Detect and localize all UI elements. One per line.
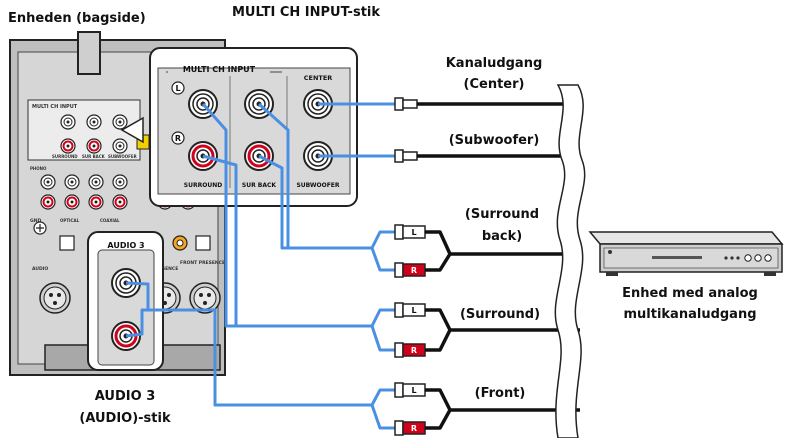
rear-presence-label: PRESENCE <box>152 266 178 272</box>
right-channel-mark: R <box>175 134 181 143</box>
rear-sur-back-label: SUR BACK <box>82 154 106 159</box>
rear-jack <box>64 174 80 190</box>
center-jack-label: CENTER <box>304 74 333 82</box>
signal-cables <box>125 102 395 430</box>
surround-jack-label: SURROUND <box>184 182 222 189</box>
sur-back-jack-label: SUR BACK <box>242 182 277 189</box>
rca-plug-right <box>394 420 426 436</box>
multi-ch-input-panel: MULTI CH INPUT CENTER L R SURROUND SUR B… <box>149 47 358 207</box>
channel-output-label: Kanaludgang <box>446 56 543 71</box>
plug-r-mark: R <box>411 346 417 355</box>
rear-jack <box>112 138 128 154</box>
rear-jack <box>40 194 56 210</box>
rear-jack <box>88 174 104 190</box>
right-channel-marker <box>171 131 185 145</box>
rear-optical-label: OPTICAL <box>60 218 80 223</box>
surround-label: (Surround) <box>460 307 540 322</box>
front-label: (Front) <box>475 386 526 401</box>
panel-title: MULTI CH INPUT <box>183 65 256 74</box>
rear-gnd-label: GND <box>30 218 41 224</box>
rear-subwoofer-label: SUBWOOFER <box>108 154 137 159</box>
rear-jack <box>64 194 80 210</box>
surround-back-label-line1: (Surround <box>465 207 539 222</box>
audio3-panel: AUDIO 3 <box>87 231 164 371</box>
multi-ch-input-jacks-label: MULTI CH INPUT-stik <box>232 5 380 20</box>
subwoofer-jack-label: SUBWOOFER <box>296 182 339 189</box>
source-device-icon <box>588 231 784 276</box>
zoom-pointer <box>120 116 144 144</box>
cable-plugs: L R L R L R <box>394 97 426 436</box>
rca-plug <box>394 97 418 111</box>
rear-jack <box>112 194 128 210</box>
plug-l-mark: L <box>411 306 416 315</box>
device-label-line2: multikanaludgang <box>623 307 756 322</box>
rear-coaxial-label: COAXIAL <box>100 218 120 223</box>
plug-l-mark: L <box>411 386 416 395</box>
rear-jack <box>112 174 128 190</box>
rear-jack <box>112 114 128 130</box>
rear-jack <box>86 114 102 130</box>
plug-r-mark: R <box>411 424 417 433</box>
rear-surround-label: SURROUND <box>52 154 78 159</box>
rear-jack <box>60 138 76 154</box>
rca-plug-left <box>394 382 426 398</box>
rear-phono-label: PHONO <box>30 166 47 171</box>
break-lines <box>554 84 586 438</box>
subwoofer-label: (Subwoofer) <box>449 133 540 148</box>
rca-plug <box>394 149 418 163</box>
rca-plug-right <box>394 342 426 358</box>
center-label: (Center) <box>464 77 525 92</box>
unit-rear-label: Enheden (bagside) <box>8 11 146 26</box>
rear-jack <box>86 138 102 154</box>
left-channel-marker <box>171 81 185 95</box>
left-channel-mark: L <box>175 84 180 93</box>
plug-l-mark: L <box>411 228 416 237</box>
surround-back-label-line2: back) <box>482 229 522 244</box>
labels: Enheden (bagside) MULTI CH INPUT-stik Ka… <box>8 5 758 426</box>
surround-right-cable <box>202 154 395 352</box>
audio3-right-cable <box>125 308 395 430</box>
rear-audio-label: AUDIO <box>32 266 48 272</box>
rear-front-presence-label: FRONT PRESENCE <box>180 260 225 266</box>
xlr-connector-icon <box>39 282 71 314</box>
audio3-panel-title: AUDIO 3 <box>107 241 144 250</box>
rear-jack <box>60 114 76 130</box>
rear-jack <box>40 174 56 190</box>
rear-jack <box>88 194 104 210</box>
audio3-label-line2: (AUDIO)-stik <box>79 411 171 426</box>
sur-back-right-cable <box>258 154 395 272</box>
rca-plug-left <box>394 224 426 240</box>
plug-r-mark: R <box>411 266 417 275</box>
rear-multi-ch-label: MULTI CH INPUT <box>32 104 78 110</box>
device-label-line1: Enhed med analog <box>622 286 758 301</box>
output-cables <box>417 102 580 430</box>
audio3-label-line1: AUDIO 3 <box>95 389 155 404</box>
rca-plug-left <box>394 302 426 318</box>
